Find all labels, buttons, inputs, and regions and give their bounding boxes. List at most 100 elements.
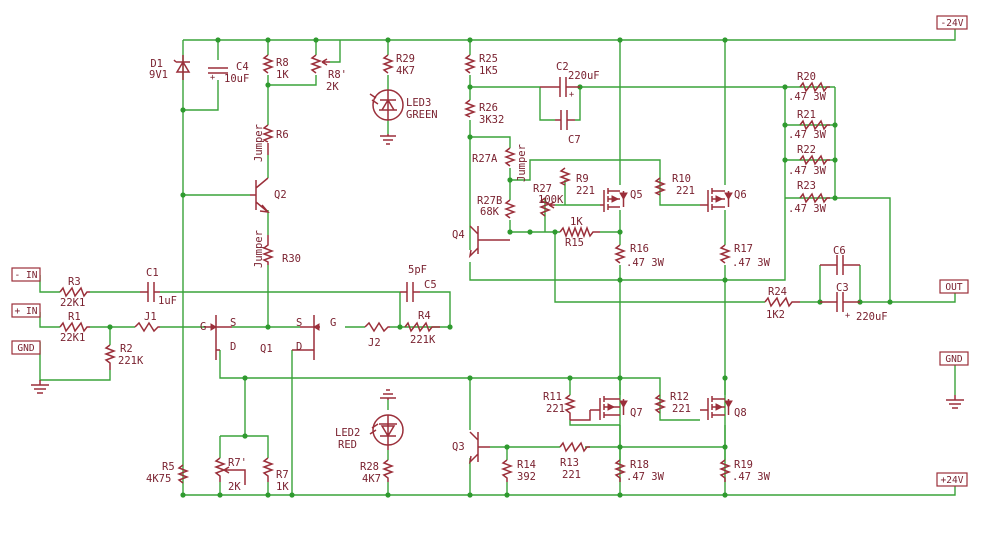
resistor-r8[interactable]: R8 1K [261,54,289,81]
resistor-r13[interactable]: R13 221 [559,441,590,481]
svg-text:R16: R16 [630,243,649,255]
svg-text:R17: R17 [734,243,753,255]
svg-text:1K: 1K [570,216,583,228]
svg-text:D: D [296,341,302,353]
svg-text:221: 221 [562,469,581,481]
svg-text:C1: C1 [146,267,159,279]
svg-text:+ IN: + IN [15,306,38,317]
svg-text:R5: R5 [162,461,175,473]
svg-text:Q4: Q4 [452,229,465,241]
resistor-r14[interactable]: R14 392 [500,459,536,483]
svg-text:R30: R30 [282,253,301,265]
svg-text:J2: J2 [368,337,381,349]
transistor-q2[interactable]: Q2 [250,177,287,213]
resistor-r20[interactable]: R20 .47 3W [788,71,830,103]
svg-text:Q2: Q2 [274,189,287,201]
svg-text:R19: R19 [734,459,753,471]
svg-text:.47 3W: .47 3W [626,257,665,269]
resistor-r11[interactable]: R11 221 [543,391,577,420]
resistor-r5[interactable]: R5 4K75 [146,461,190,485]
port-neg-in[interactable]: - IN [11,267,41,282]
svg-text:R14: R14 [517,459,536,471]
resistor-r6[interactable]: R6 [261,124,289,155]
potentiometer-r27[interactable]: R27 100K [533,183,564,217]
junctions [107,37,893,498]
svg-text:221: 221 [676,185,695,197]
potentiometer-r8p[interactable]: R8' 2K [309,54,347,93]
transistor-q4[interactable]: Q4 [452,225,510,259]
svg-text:.47 3W: .47 3W [788,91,827,103]
svg-text:22K1: 22K1 [60,332,85,344]
capacitor-c6[interactable]: C6 [820,245,860,275]
capacitor-c3[interactable]: C3 220uF + [820,282,888,323]
svg-text:5pF: 5pF [408,264,427,276]
svg-text:Q7: Q7 [630,407,643,419]
led-led2[interactable]: LED2 RED [335,414,404,451]
jumper-j1[interactable]: J1 [134,311,160,333]
resistor-r25[interactable]: R25 1K5 [463,53,498,77]
port-neg24v[interactable]: -24V [936,15,968,30]
svg-text:Jumper: Jumper [516,144,528,182]
transistor-q3[interactable]: Q3 [452,431,490,465]
wires [39,28,956,496]
resistor-r16[interactable]: R16 .47 3W [613,243,665,269]
capacitor-c4[interactable]: C4 10uF + [208,61,249,85]
port-gnd-right[interactable]: GND [939,351,969,366]
resistor-r2[interactable]: R2 221K [103,343,144,370]
port-out[interactable]: OUT [939,279,969,294]
jumper-j2[interactable]: J2 [364,321,390,349]
resistor-r4[interactable]: R4 221K [404,310,440,346]
resistor-r19[interactable]: R19 .47 3W [718,459,771,483]
svg-text:2K: 2K [326,81,339,93]
resistor-r27a[interactable]: R27A [472,147,517,167]
jfet-q1[interactable]: G S D S G D Q1 [200,315,336,360]
resistor-r18[interactable]: R18 .47 3W [613,459,665,483]
resistor-r9[interactable]: R9 221 [558,167,595,197]
svg-text:Q5: Q5 [630,189,643,201]
resistor-r29[interactable]: R29 4K7 [381,53,415,77]
svg-text:4K7: 4K7 [362,473,381,485]
resistor-r7[interactable]: R7 1K [261,457,289,493]
resistor-r26[interactable]: R26 3K32 [463,99,504,126]
resistor-r10[interactable]: R10 221 [653,173,695,197]
svg-text:9V1: 9V1 [149,69,168,81]
diode-d1[interactable]: D1 9V1 [149,55,191,81]
capacitor-c2[interactable]: C2 220uF + [540,61,600,100]
port-gnd-left[interactable]: GND [11,340,41,355]
port-pos24v[interactable]: +24V [936,472,968,487]
mosfet-q5[interactable]: Q5 [600,188,643,212]
resistor-r15[interactable]: 1K R15 [559,216,600,249]
resistor-r27b[interactable]: R27B 68K [477,195,517,219]
port-pos-in[interactable]: + IN [11,303,41,318]
svg-text:R12: R12 [670,391,689,403]
resistor-r24[interactable]: R24 1K2 [764,286,800,321]
led-led3[interactable]: LED3 GREEN [369,89,438,121]
ports: -24V +24V OUT GND - IN + IN GND [11,15,969,487]
svg-text:R7: R7 [276,469,289,481]
resistor-r1[interactable]: R1 22K1 [59,311,90,344]
capacitor-c7[interactable]: C7 [555,110,581,146]
mosfet-q7[interactable]: Q7 [570,396,643,421]
svg-text:- IN: - IN [15,270,38,281]
resistor-r22[interactable]: R22 .47 3W [788,144,830,177]
mosfet-q8[interactable]: Q8 [700,396,747,420]
svg-text:22K1: 22K1 [60,297,85,309]
resistor-r17[interactable]: R17 .47 3W [718,243,771,269]
svg-text:.47 3W: .47 3W [788,203,827,215]
resistor-r3[interactable]: R3 22K1 [59,276,90,309]
svg-text:R11: R11 [543,391,562,403]
mosfet-q6[interactable]: Q6 [700,188,747,212]
resistor-r23[interactable]: R23 .47 3W [788,180,830,215]
svg-text:C4: C4 [236,61,249,73]
svg-text:LED3: LED3 [406,97,431,109]
ground-symbol-led2 [380,389,396,400]
capacitor-c5[interactable]: 5pF C5 [400,264,437,302]
resistor-r12[interactable]: R12 221 [653,391,691,415]
capacitor-c1[interactable]: C1 1uF [140,267,177,307]
potentiometer-r7p[interactable]: R7' 2K [213,457,247,493]
resistor-r28[interactable]: R28 4K7 [360,459,395,485]
resistor-r30[interactable]: R30 [261,235,301,265]
svg-text:1uF: 1uF [158,295,177,307]
resistor-r21[interactable]: R21 .47 3W [788,109,830,141]
